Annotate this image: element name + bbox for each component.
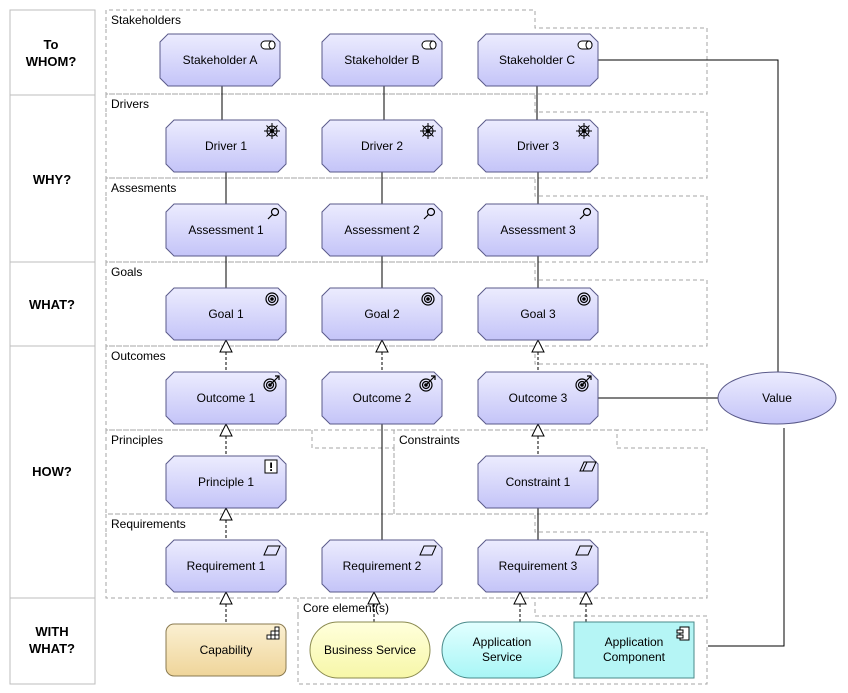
node-driver-3[interactable]: Driver 3 (477, 119, 599, 173)
lane-what-label: WHAT? (29, 297, 75, 312)
requirement-3-label: Requirement 3 (499, 559, 578, 573)
capability-icon (266, 626, 280, 640)
requirement-icon (575, 545, 593, 556)
assessment-1-label: Assessment 1 (188, 223, 264, 237)
group-outcomes-label: Outcomes (111, 349, 166, 363)
application-service-label-1: Application (473, 635, 532, 649)
capability-label: Capability (200, 643, 253, 657)
assessment-2-label: Assessment 2 (344, 223, 420, 237)
outcome-icon (419, 375, 436, 392)
requirement-1-label: Requirement 1 (187, 559, 266, 573)
realization-links (225, 352, 587, 624)
group-constraints-label: Constraints (399, 433, 460, 447)
application-service-label-2: Service (482, 650, 522, 664)
lane-how: HOW? (9, 345, 96, 599)
driver-2-label: Driver 2 (361, 139, 403, 153)
constraint-icon (579, 461, 597, 472)
node-goal-1[interactable]: Goal 1 (165, 287, 287, 341)
assessment-icon (267, 207, 280, 220)
group-requirements-label: Requirements (111, 517, 186, 531)
role-icon (577, 40, 593, 50)
lane-withwhat: WITH WHAT? (9, 597, 96, 685)
component-icon (676, 626, 690, 641)
group-drivers-label: Drivers (111, 97, 149, 111)
stakeholder-b-label: Stakeholder B (344, 53, 419, 67)
node-requirement-3[interactable]: Requirement 3 (477, 539, 599, 593)
node-outcome-2[interactable]: Outcome 2 (321, 371, 443, 425)
requirement-2-label: Requirement 2 (343, 559, 422, 573)
outcome-3-label: Outcome 3 (509, 391, 568, 405)
lane-whom-label-2: WHOM? (26, 54, 77, 69)
node-value[interactable]: Value (717, 371, 837, 425)
connectors (221, 59, 785, 647)
node-application-component[interactable]: Application Component (573, 621, 695, 679)
node-assessment-1[interactable]: Assessment 1 (165, 203, 287, 257)
principle-1-label: Principle 1 (198, 475, 254, 489)
node-stakeholder-b[interactable]: Stakeholder B (321, 33, 443, 87)
group-principles-label: Principles (111, 433, 163, 447)
principle-icon (264, 459, 278, 474)
application-component-label-1: Application (605, 635, 664, 649)
stakeholder-a-label: Stakeholder A (183, 53, 258, 67)
goal-2-label: Goal 2 (364, 307, 400, 321)
group-goals-label: Goals (111, 265, 142, 279)
outcome-icon (263, 375, 280, 392)
value-label: Value (762, 391, 792, 405)
node-goal-2[interactable]: Goal 2 (321, 287, 443, 341)
node-assessment-2[interactable]: Assessment 2 (321, 203, 443, 257)
role-icon (260, 40, 276, 50)
node-stakeholder-c[interactable]: Stakeholder C (477, 33, 599, 87)
stakeholder-c-label: Stakeholder C (499, 53, 575, 67)
driver-1-label: Driver 1 (205, 139, 247, 153)
node-application-service[interactable]: Application Service (441, 621, 563, 679)
assessment-icon (423, 207, 436, 220)
requirement-icon (419, 545, 437, 556)
application-component-label-2: Component (603, 650, 666, 664)
outcome-2-label: Outcome 2 (353, 391, 412, 405)
group-stakeholders-label: Stakeholders (111, 13, 181, 27)
lane-whom: To WHOM? (9, 9, 96, 96)
node-driver-1[interactable]: Driver 1 (165, 119, 287, 173)
goal-icon (577, 292, 591, 306)
group-core (297, 597, 708, 685)
node-outcome-3[interactable]: Outcome 3 (477, 371, 599, 425)
goal-icon (265, 292, 279, 306)
driver-icon (264, 123, 280, 139)
outcome-icon (575, 375, 592, 392)
node-principle-1[interactable]: Principle 1 (165, 455, 287, 509)
lane-how-label: HOW? (32, 464, 72, 479)
node-requirement-2[interactable]: Requirement 2 (321, 539, 443, 593)
outcome-1-label: Outcome 1 (197, 391, 256, 405)
assessment-icon (579, 207, 592, 220)
node-assessment-3[interactable]: Assessment 3 (477, 203, 599, 257)
lane-whom-label-1: To (44, 37, 59, 52)
role-icon (421, 40, 437, 50)
driver-3-label: Driver 3 (517, 139, 559, 153)
assessment-3-label: Assessment 3 (500, 223, 576, 237)
node-business-service[interactable]: Business Service (309, 621, 431, 679)
goal-3-label: Goal 3 (520, 307, 556, 321)
node-capability[interactable]: Capability (165, 623, 287, 677)
lane-why: WHY? (9, 94, 96, 263)
node-constraint-1[interactable]: Constraint 1 (477, 455, 599, 509)
constraint-1-label: Constraint 1 (506, 475, 571, 489)
goal-1-label: Goal 1 (208, 307, 244, 321)
lane-why-label: WHY? (33, 172, 71, 187)
goal-icon (421, 292, 435, 306)
node-outcome-1[interactable]: Outcome 1 (165, 371, 287, 425)
node-goal-3[interactable]: Goal 3 (477, 287, 599, 341)
driver-icon (576, 123, 592, 139)
business-service-label: Business Service (324, 643, 416, 657)
node-driver-2[interactable]: Driver 2 (321, 119, 443, 173)
group-assessments-label: Assesments (111, 181, 176, 195)
driver-icon (420, 123, 436, 139)
node-stakeholder-a[interactable]: Stakeholder A (159, 33, 281, 87)
realization-arrowheads (219, 338, 593, 605)
lane-what: WHAT? (9, 261, 96, 347)
lane-withwhat-label-1: WITH (35, 624, 68, 639)
requirement-icon (263, 545, 281, 556)
node-requirement-1[interactable]: Requirement 1 (165, 539, 287, 593)
lane-withwhat-label-2: WHAT? (29, 641, 75, 656)
